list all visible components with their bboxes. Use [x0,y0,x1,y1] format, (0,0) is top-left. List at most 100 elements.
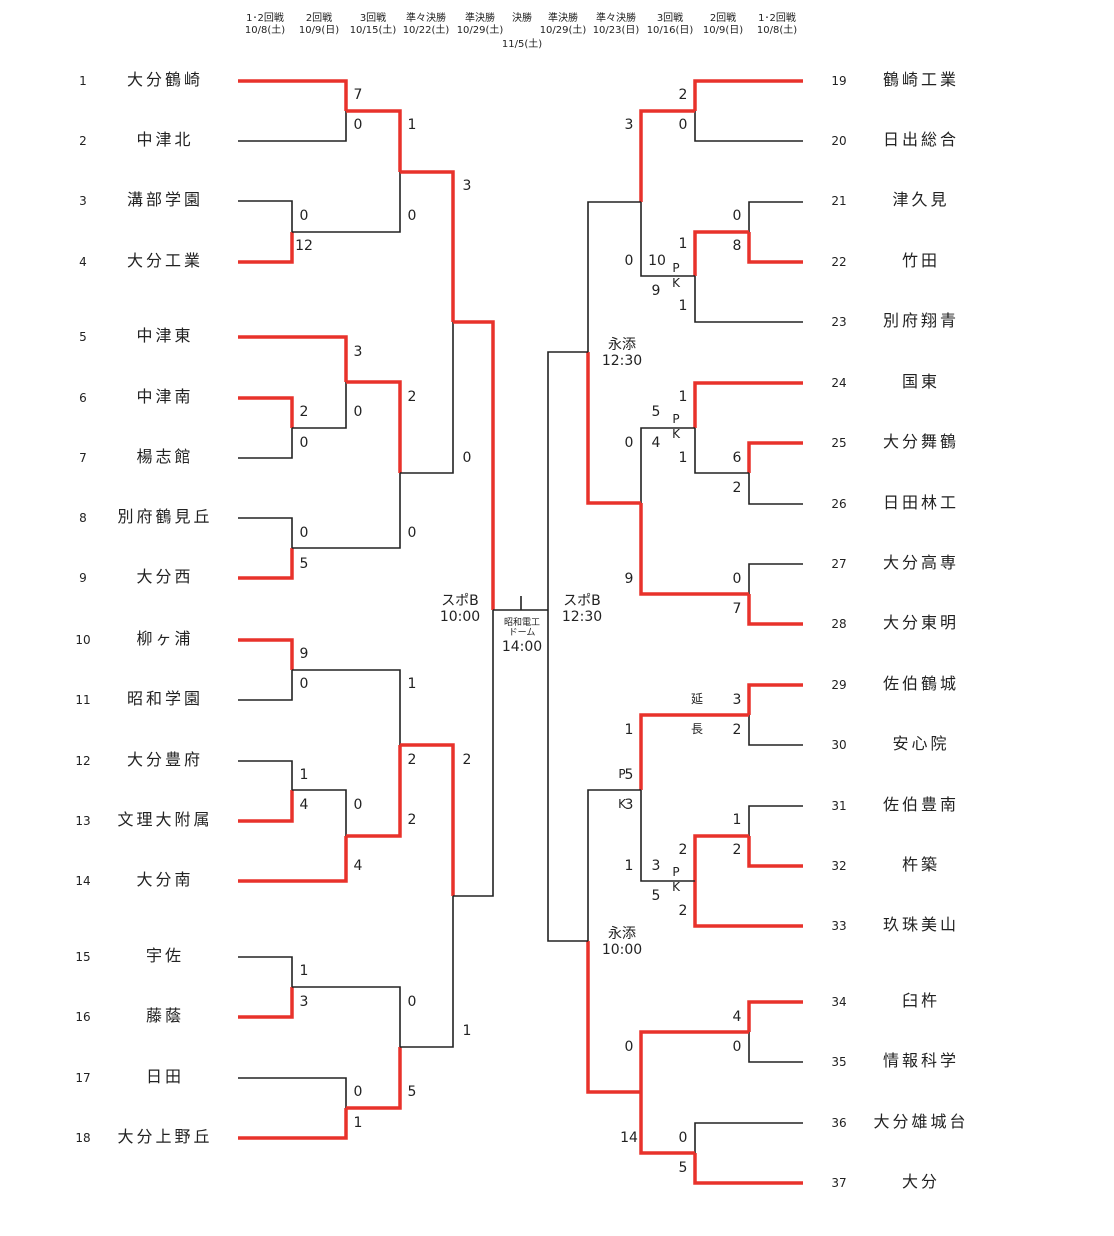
score: 1 [624,722,634,738]
bracket-line [292,986,401,1047]
team-name: 別府鶴見丘 [117,507,213,526]
team-number: 23 [831,315,847,329]
score: 2 [732,722,742,738]
team-name: 安心院 [892,734,950,753]
bracket-line [694,111,803,142]
score: 0 [353,1084,363,1100]
bracket-line [238,760,293,790]
score: 0 [353,797,363,813]
score: 9 [299,646,309,662]
bracket-line [587,201,641,352]
team-number: 13 [75,814,91,828]
bracket-line [292,172,401,233]
score: 10 [648,253,666,269]
score: 1 [407,117,417,133]
winner-path [238,638,294,670]
score: 0 [407,994,417,1010]
winner-path [346,745,402,838]
team-number: 26 [831,497,847,511]
team-name: 柳ヶ浦 [136,629,194,648]
score: 8 [732,238,742,254]
score: 2 [732,480,742,496]
bracket-line [453,610,494,897]
score: 6 [732,450,742,466]
winner-path [453,320,495,610]
score: 4 [299,797,309,813]
team-number: 10 [75,633,91,647]
score: 0 [462,450,472,466]
winner-path [747,836,803,868]
score: 1 [299,963,309,979]
score: 3 [624,117,634,133]
score: 0 [732,1039,742,1055]
team-number: 7 [79,451,87,465]
bracket-line [292,382,347,429]
score: 1 [462,1023,472,1039]
bracket-line [640,427,695,503]
winner-path [693,381,803,428]
team-number: 18 [75,1131,91,1145]
team-number: 5 [79,330,87,344]
pk-note: K [672,276,680,290]
team-name: 溝部学園 [126,190,203,209]
winner-path [400,743,455,896]
team-number: 3 [79,194,87,208]
pk-note: K [672,880,680,894]
score: 0 [732,208,742,224]
team-number: 34 [831,995,847,1009]
team-name: 大分鶴崎 [126,70,203,89]
score: 5 [407,1084,417,1100]
winner-path [747,594,803,626]
winner-path [238,396,294,428]
team-number: 4 [79,255,87,269]
team-number: 35 [831,1055,847,1069]
winner-path [747,683,803,715]
score: 0 [407,525,417,541]
score: 3 [624,797,634,813]
team-name: 藤蔭 [145,1006,184,1025]
team-number: 11 [75,693,91,707]
score: 4 [651,435,661,451]
team-name: 大分南 [136,870,194,889]
venue-final: 昭和電工 ドーム 14:00 [501,618,543,655]
winner-path [238,790,294,823]
team-number: 30 [831,738,847,752]
score: 7 [353,87,363,103]
score: 0 [299,676,309,692]
team-number: 29 [831,678,847,692]
team-name: 大分舞鶴 [882,432,959,451]
team-name: 佐伯豊南 [882,795,959,814]
score: 0 [407,208,417,224]
bracket-line [694,428,749,474]
score: 0 [678,1130,688,1146]
bracket-line [238,428,293,459]
winner-path [238,836,348,883]
winner-path [693,230,749,276]
team-number: 32 [831,859,847,873]
team-name: 大分西 [136,567,194,586]
bracket-line [400,322,454,474]
score: 0 [353,404,363,420]
winner-path [346,1047,402,1110]
team-number: 8 [79,511,87,525]
team-number: 6 [79,391,87,405]
winner-path [238,548,294,580]
bracket-line [238,956,293,987]
bracket-line [748,563,803,594]
bracket-line [238,1077,347,1108]
winner-path [639,1092,695,1155]
score: 0 [299,525,309,541]
score: 2 [299,404,309,420]
winner-path [238,232,294,264]
team-name: 鶴崎工業 [882,70,959,89]
team-name: 臼杵 [901,991,940,1010]
pk-note: P [672,412,680,426]
team-name: 津久見 [892,190,950,209]
